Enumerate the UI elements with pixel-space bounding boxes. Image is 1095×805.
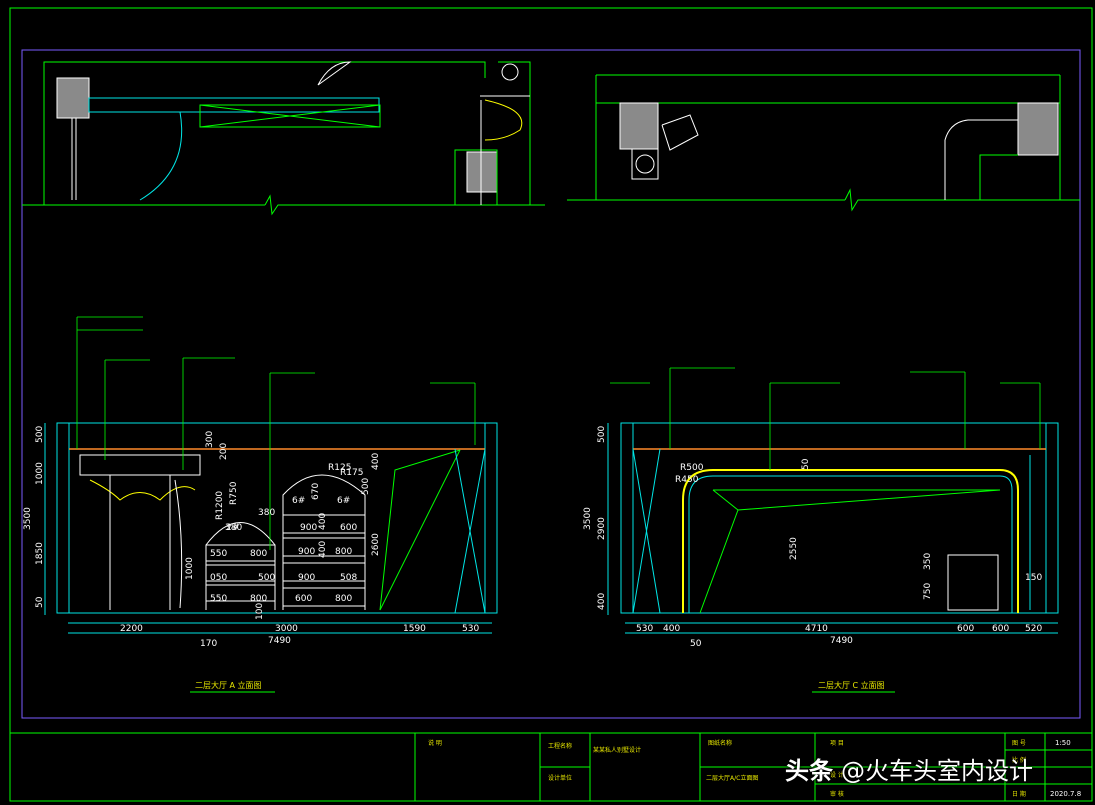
cab-a-r3c3: 600 [295,594,312,604]
dim-a-inner-16: 100 [255,603,265,620]
dim-c-inner-3: 50 [801,458,811,470]
dim-c-left-2: 3500 [583,507,593,530]
dim-c-inner-7: 150 [1025,573,1042,583]
dim-a-left-1: 500 [35,426,45,443]
dim-a-left-5: 50 [35,596,45,608]
dim-c-inner-1: R500 [680,463,704,473]
tb-col-1: 项 目 [830,740,844,747]
dim-a-inner-1: 300 [205,431,215,448]
elevation-a-title: 二层大厅 A 立面图 [195,680,262,690]
cab-a-arch-3: 2# [226,523,239,533]
dim-c-bottom-4: 600 [957,624,974,634]
dim-a-inner-15: 400 [318,541,328,558]
sheet-border-inner [21,49,1081,719]
cab-a-r1c1: 550 [210,549,227,559]
tb-project-name: 某某私人别墅设计 [593,746,641,754]
dim-a-inner-7: 500 [361,478,371,495]
dim-c-inner-6: 750 [923,583,933,600]
tb-col-3: 审 核 [830,790,844,798]
dim-c-bottom-1: 530 [636,624,653,634]
tb-col-2: 设 计 [830,771,844,779]
cab-a-r3c1: 550 [210,594,227,604]
cab-a-r2c3: 900 [298,573,315,583]
dim-c-bottom-6: 520 [1025,624,1042,634]
dim-a-inner-13: 1000 [185,557,195,580]
cab-a-r1c2: 800 [250,549,267,559]
dim-a-bottom-4: 530 [462,624,479,634]
cab-a-r2c2: 500 [258,573,275,583]
dim-a-inner-5: 670 [311,483,321,500]
dim-c-inner-4: 2550 [789,537,799,560]
dim-a-inner-6: 400 [371,453,381,470]
dim-c-left-1: 500 [597,426,607,443]
tb-design-label: 设计单位 [548,774,572,782]
tb-drawing-name: 二层大厅A/C立面图 [706,774,758,782]
dim-a-left-3: 3500 [23,507,33,530]
dim-a-left-4: 1850 [35,542,45,565]
tb-right-1: 图 号 [1012,740,1026,747]
tb-drawing-label: 图纸名称 [708,739,732,747]
dim-c-inner-2: R450 [675,475,699,485]
dim-a-sub-1: 170 [200,639,217,649]
tb-project-label: 工程名称 [548,742,572,750]
cab-a-r2c1: 050 [210,573,227,583]
dim-c-bottom-2: 400 [663,624,680,634]
dim-c-bottom-3: 4710 [805,624,828,634]
watermark: 头条 @火车头室内设计 [785,748,1033,788]
dim-c-inner-5: 350 [923,553,933,570]
cab-a-top-1: 900 [300,523,317,533]
cab-a-r2c4: 508 [340,573,357,583]
title-block-grid [414,733,1092,801]
cab-a-arch-2: 6# [337,496,350,506]
dim-a-inner-4: R175 [340,468,363,478]
dim-a-inner-14: 400 [318,513,328,530]
dim-c-bottom-5: 600 [992,624,1009,634]
elevation-c [607,367,1059,634]
cab-a-r3c4: 800 [335,594,352,604]
dim-a-inner-8: 2600 [371,533,381,556]
dim-a-inner-3: R125 [328,463,351,473]
tb-scale: 1:50 [1055,739,1071,747]
cab-a-r3c2: 800 [250,594,267,604]
dim-a-left-2: 1000 [35,462,45,485]
tb-right-3: 日 期 [1012,790,1026,798]
dim-a-inner-12: 380 [258,508,275,518]
cab-a-top-2: 600 [340,523,357,533]
plan-left [22,61,545,216]
dim-a-total: 7490 [268,636,291,646]
plan-right [567,74,1080,212]
dim-a-bottom-3: 1590 [403,624,426,634]
dim-c-sub-1: 50 [690,639,702,649]
dim-a-inner-9: R750 [229,481,239,505]
watermark-brand: 头条 [785,756,833,785]
dim-c-left-3: 2900 [597,517,607,540]
cab-a-arch-1: 6# [292,496,305,506]
dim-a-bottom-2: 3000 [275,624,298,634]
elevation-c-title: 二层大厅 C 立面图 [818,680,885,690]
dim-a-bottom-1: 2200 [120,624,143,634]
dim-c-left-4: 400 [597,593,607,610]
dim-c-total: 7490 [830,636,853,646]
cab-a-r1c4: 800 [335,547,352,557]
dim-a-inner-11: 380 [225,523,242,533]
dim-a-inner-2: 200 [219,443,229,460]
watermark-handle: @火车头室内设计 [841,756,1033,785]
elevation-a [44,316,498,634]
cab-a-r1c3: 900 [298,547,315,557]
dim-a-inner-10: R1200 [215,491,225,520]
tb-notes-head: 说 明 [428,739,442,747]
tb-right-2: 比 例 [1012,756,1026,764]
tb-date: 2020.7.8 [1050,790,1081,798]
sheet-border-outer [9,7,1093,802]
